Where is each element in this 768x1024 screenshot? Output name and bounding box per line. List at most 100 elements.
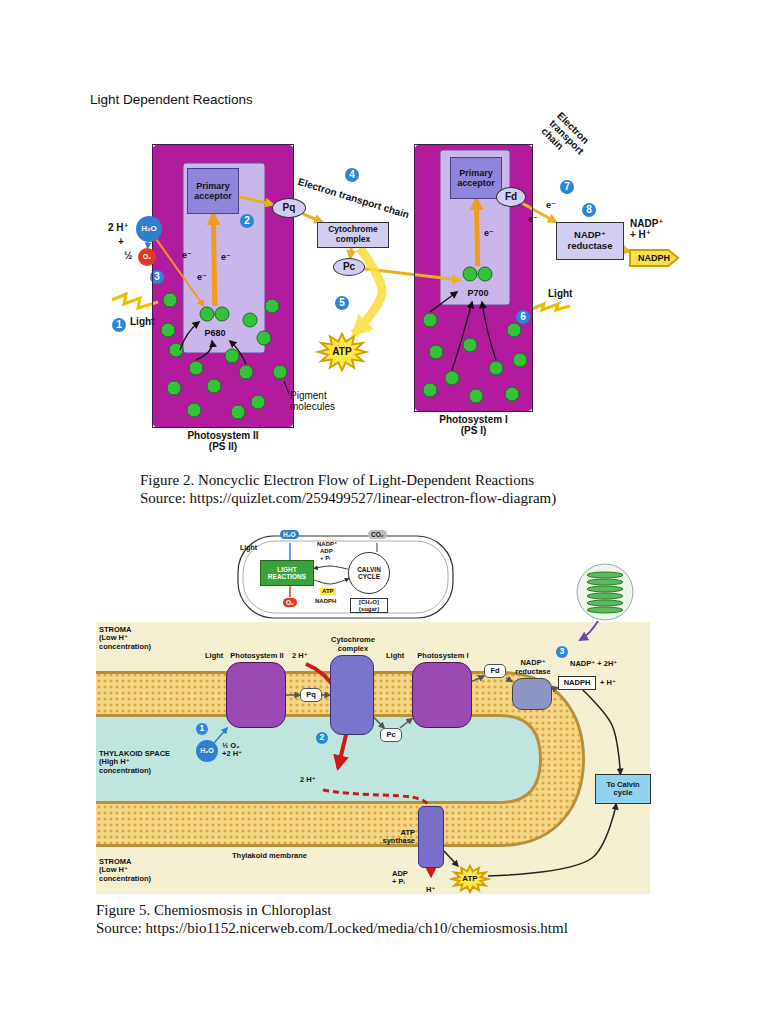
connector bbox=[239, 197, 273, 205]
node-text: NADPH bbox=[638, 253, 670, 263]
carrier-box: Pq bbox=[300, 688, 322, 702]
node-text: Pc bbox=[343, 261, 355, 272]
pigment-molecule bbox=[445, 371, 459, 385]
pigment-molecule bbox=[231, 405, 245, 419]
page-title: Light Dependent Reactions bbox=[90, 92, 253, 107]
light-bolt bbox=[112, 294, 158, 308]
callout-number: 3 bbox=[150, 270, 164, 284]
node-text: Pc bbox=[386, 731, 395, 739]
energy-transfer-arrow bbox=[452, 302, 472, 370]
pigment-molecule bbox=[423, 383, 437, 397]
water-molecule: H₂O bbox=[136, 216, 162, 242]
text-label: Light bbox=[130, 316, 154, 327]
energy-transfer-arrow bbox=[230, 341, 246, 364]
text-label: Electron transport chain bbox=[297, 176, 411, 220]
reaction-center: P680 bbox=[197, 306, 233, 338]
connector bbox=[303, 214, 322, 222]
carrier-box: Fd bbox=[484, 664, 506, 678]
connector bbox=[506, 678, 512, 682]
chloroplast-inset bbox=[243, 541, 448, 613]
callout-number: 3 bbox=[556, 646, 568, 658]
complex-box: Cytochrome complex bbox=[317, 222, 389, 248]
chloroplast-inset bbox=[238, 536, 453, 618]
energy-transfer-arrow bbox=[180, 292, 496, 370]
text-label: NADP⁺ + H⁺ bbox=[630, 218, 670, 240]
carrier-box: Pc bbox=[380, 728, 402, 742]
thylakoid-membrane bbox=[96, 694, 562, 824]
pigment-molecule bbox=[169, 343, 183, 357]
energy-transfer-arrow bbox=[180, 322, 199, 350]
pigment-molecule bbox=[265, 299, 279, 313]
product-box: NADPH bbox=[558, 676, 596, 690]
text-label: Light bbox=[240, 544, 257, 552]
pigment-molecule bbox=[225, 349, 239, 363]
node-text: CALVIN CYCLE bbox=[352, 566, 386, 581]
node-text: ATP bbox=[332, 346, 351, 357]
connector bbox=[314, 566, 348, 569]
granum-inset bbox=[587, 586, 623, 592]
node-text: Primary acceptor bbox=[191, 181, 235, 201]
pigment-molecule bbox=[489, 361, 503, 375]
text-label: ADP bbox=[320, 548, 333, 555]
shape-outline bbox=[318, 334, 366, 370]
pigment-molecule bbox=[207, 379, 221, 393]
node-text: H₂O bbox=[200, 747, 214, 755]
pigment-molecule bbox=[243, 313, 257, 327]
text-label: e⁻ bbox=[221, 252, 231, 262]
text-label: + H⁺ bbox=[600, 679, 616, 687]
chloroplast-inset bbox=[289, 586, 291, 597]
callout-number: 6 bbox=[516, 310, 530, 324]
text-label: Light bbox=[386, 652, 404, 660]
pigment-molecule bbox=[189, 361, 203, 375]
pigment-molecule bbox=[251, 395, 265, 409]
node-text: P680 bbox=[204, 328, 225, 338]
atp-burst: ATP bbox=[318, 334, 366, 370]
energy-transfer-arrow bbox=[430, 292, 457, 312]
text-label: THYLAKOID SPACE (High H⁺ concentration) bbox=[99, 750, 171, 775]
oxygen-molecule: O₂ bbox=[138, 248, 156, 266]
text-label: 2 H⁺ bbox=[108, 222, 129, 233]
text-label: STROMA (Low H⁺ concentration) bbox=[99, 626, 144, 651]
figure-caption: Figure 5. Chemiosmosis in Chloroplast bbox=[96, 902, 331, 919]
shape-heading: Photosystem I (PS I) bbox=[434, 414, 514, 436]
pigment-molecule bbox=[507, 323, 521, 337]
granum-inset bbox=[577, 564, 633, 640]
process-box: LIGHT REACTIONS bbox=[260, 560, 314, 586]
callout-number: 5 bbox=[335, 296, 349, 310]
carrier-oval: Fd bbox=[496, 187, 526, 207]
water-molecule: H₂O bbox=[196, 740, 218, 762]
node-text: H₂O bbox=[141, 225, 157, 234]
pigment-molecule bbox=[478, 267, 492, 281]
text-label: e⁻ bbox=[484, 228, 494, 238]
granum-inset bbox=[587, 600, 623, 606]
callout-number: 1 bbox=[112, 318, 126, 332]
connector bbox=[322, 694, 330, 696]
reaction-center: P700 bbox=[460, 266, 496, 298]
text-label: Light bbox=[548, 288, 572, 299]
proton-flow bbox=[323, 790, 431, 876]
chloroplast-inset bbox=[376, 543, 378, 552]
energy-transfer-arrow bbox=[196, 341, 212, 360]
shape-outline bbox=[452, 866, 488, 892]
connector bbox=[488, 804, 616, 876]
callout-number: 8 bbox=[582, 203, 596, 217]
node-text: Pq bbox=[283, 202, 296, 213]
callout-number: 2 bbox=[316, 732, 328, 744]
text-label: NADP⁺ bbox=[317, 541, 337, 548]
callout-number: 2 bbox=[240, 214, 254, 228]
connector bbox=[286, 694, 300, 696]
node-text: Primary acceptor bbox=[454, 168, 498, 188]
granum-inset bbox=[577, 564, 633, 620]
chloroplast-inset bbox=[289, 543, 291, 560]
pigment-molecule bbox=[469, 389, 483, 403]
node-text: Fd bbox=[490, 667, 499, 675]
membrane-protein: Photosystem I bbox=[412, 662, 472, 728]
shape-heading: Cytochrome complex bbox=[328, 636, 378, 653]
enzyme-box: NADP⁺ reductase bbox=[556, 222, 624, 260]
product-arrow: NADPH bbox=[630, 250, 678, 266]
membrane-protein: Photosystem II bbox=[226, 662, 286, 728]
pigment-molecule bbox=[257, 331, 271, 345]
text-label: Electron transport chain bbox=[539, 110, 601, 172]
connector bbox=[213, 214, 214, 306]
pigment-molecule bbox=[163, 293, 177, 307]
